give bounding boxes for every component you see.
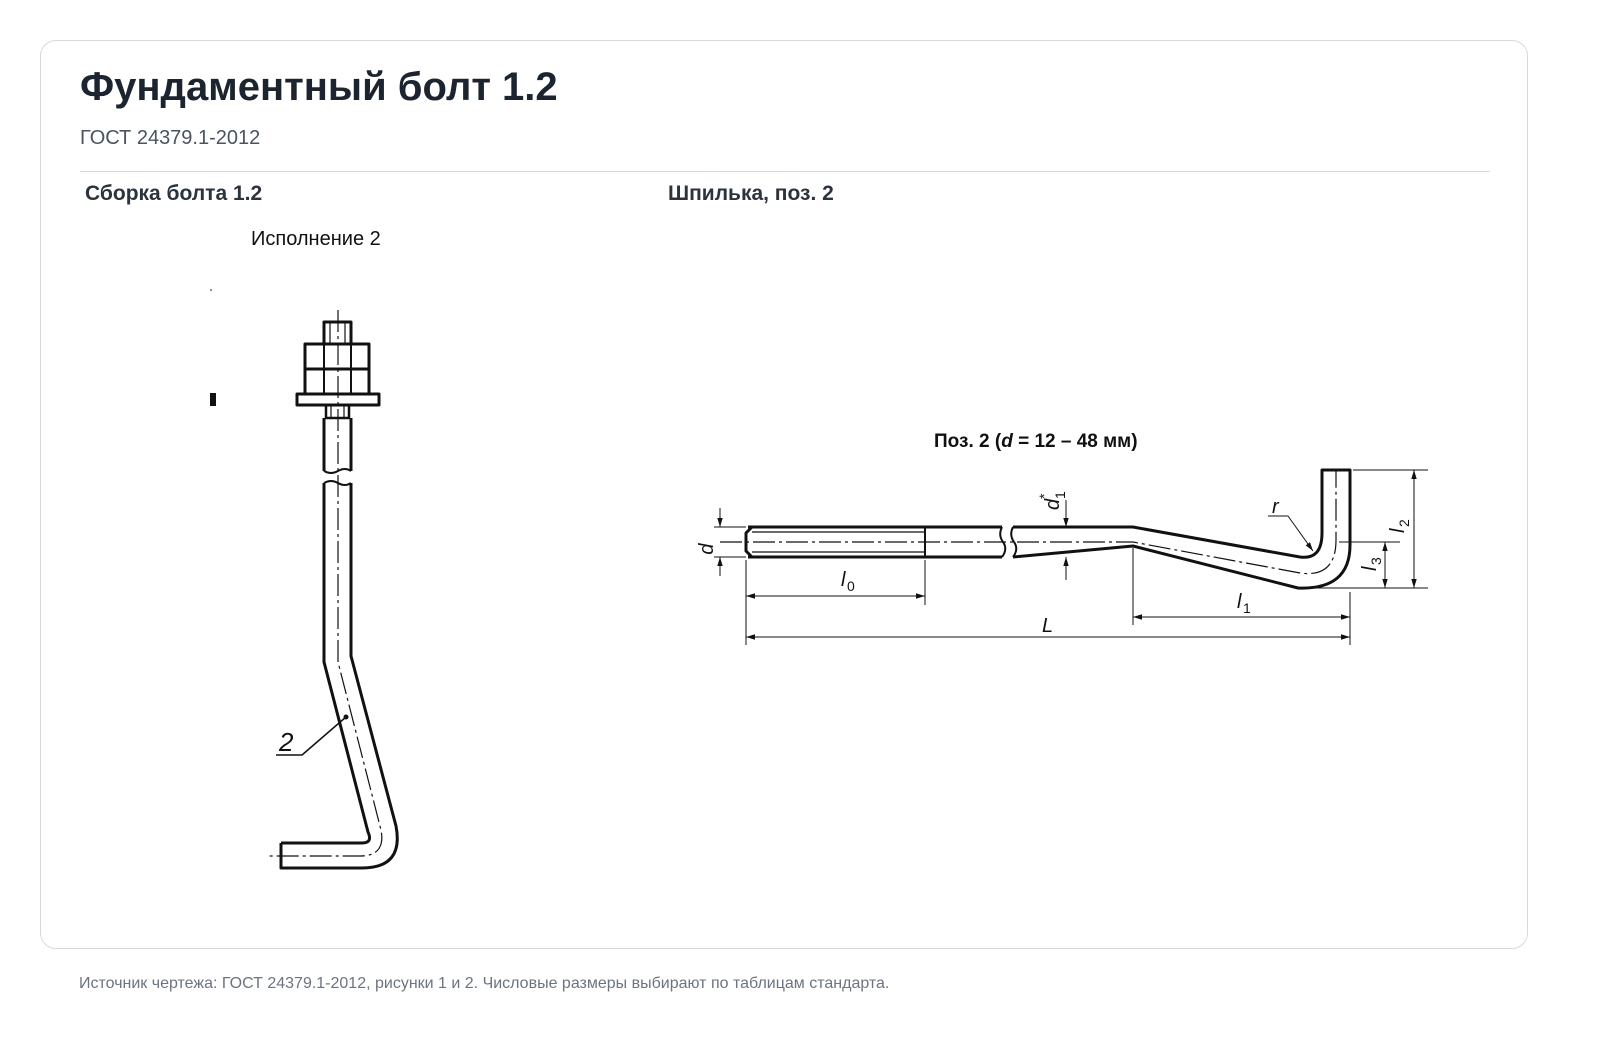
- position-label: Поз. 2 (d = 12 – 48 мм): [934, 431, 1138, 453]
- label-d1: d * 1: [1036, 491, 1068, 510]
- svg-text:l: l: [1359, 566, 1381, 571]
- svg-text:1: 1: [1052, 491, 1068, 499]
- label-d: d: [696, 543, 718, 555]
- bolt-body-inner: [279, 483, 399, 870]
- label-l1: l: [1237, 591, 1242, 613]
- position-label-var: d: [1001, 431, 1013, 452]
- label-l1-sub: 1: [1243, 600, 1251, 616]
- page-title: Фундаментный болт 1.2: [80, 65, 558, 109]
- bent-section: [1012, 468, 1352, 590]
- svg-text:l: l: [1387, 528, 1409, 533]
- stud-section-title: Шпилька, поз. 2: [668, 182, 834, 205]
- stud-drawing: [714, 468, 1428, 645]
- svg-text:*: *: [1036, 493, 1052, 499]
- assembly-section-title: Сборка болта 1.2: [85, 182, 263, 205]
- label-r: r: [1272, 496, 1280, 518]
- header-divider: [80, 171, 1490, 172]
- edge-dot: [210, 289, 212, 291]
- standard-subtitle: ГОСТ 24379.1-2012: [80, 127, 261, 149]
- upper-shank: [322, 418, 353, 471]
- stud-center-line: [720, 470, 1337, 575]
- callout-number: 2: [278, 727, 294, 757]
- drawing-card: Фундаментный болт 1.2 ГОСТ 24379.1-2012 …: [40, 40, 1528, 949]
- dim-r-leader: [1268, 515, 1314, 552]
- variant-label: Исполнение 2: [251, 228, 381, 250]
- threaded-section: [748, 525, 925, 559]
- callout-leader: [276, 716, 347, 756]
- nut-upper: [303, 342, 371, 371]
- svg-text:d: d: [1042, 498, 1064, 510]
- source-footnote: Источник чертежа: ГОСТ 24379.1-2012, рис…: [79, 975, 890, 992]
- label-l2: l 2: [1387, 519, 1412, 533]
- label-l3: l 3: [1359, 557, 1384, 571]
- bolt-body-outer: [281, 483, 371, 845]
- svg-text:2: 2: [1396, 519, 1412, 527]
- position-label-prefix: Поз. 2 (: [934, 431, 1002, 452]
- svg-text:3: 3: [1368, 557, 1384, 565]
- nut-lower: [303, 367, 371, 396]
- label-l0-sub: 0: [847, 578, 855, 594]
- position-label-suffix: = 12 – 48 мм): [1012, 431, 1138, 452]
- edge-mark: [210, 393, 216, 406]
- center-line: [268, 310, 383, 857]
- bolt-assembly: [210, 289, 399, 870]
- label-l0: l: [841, 569, 846, 591]
- label-L: L: [1042, 615, 1053, 637]
